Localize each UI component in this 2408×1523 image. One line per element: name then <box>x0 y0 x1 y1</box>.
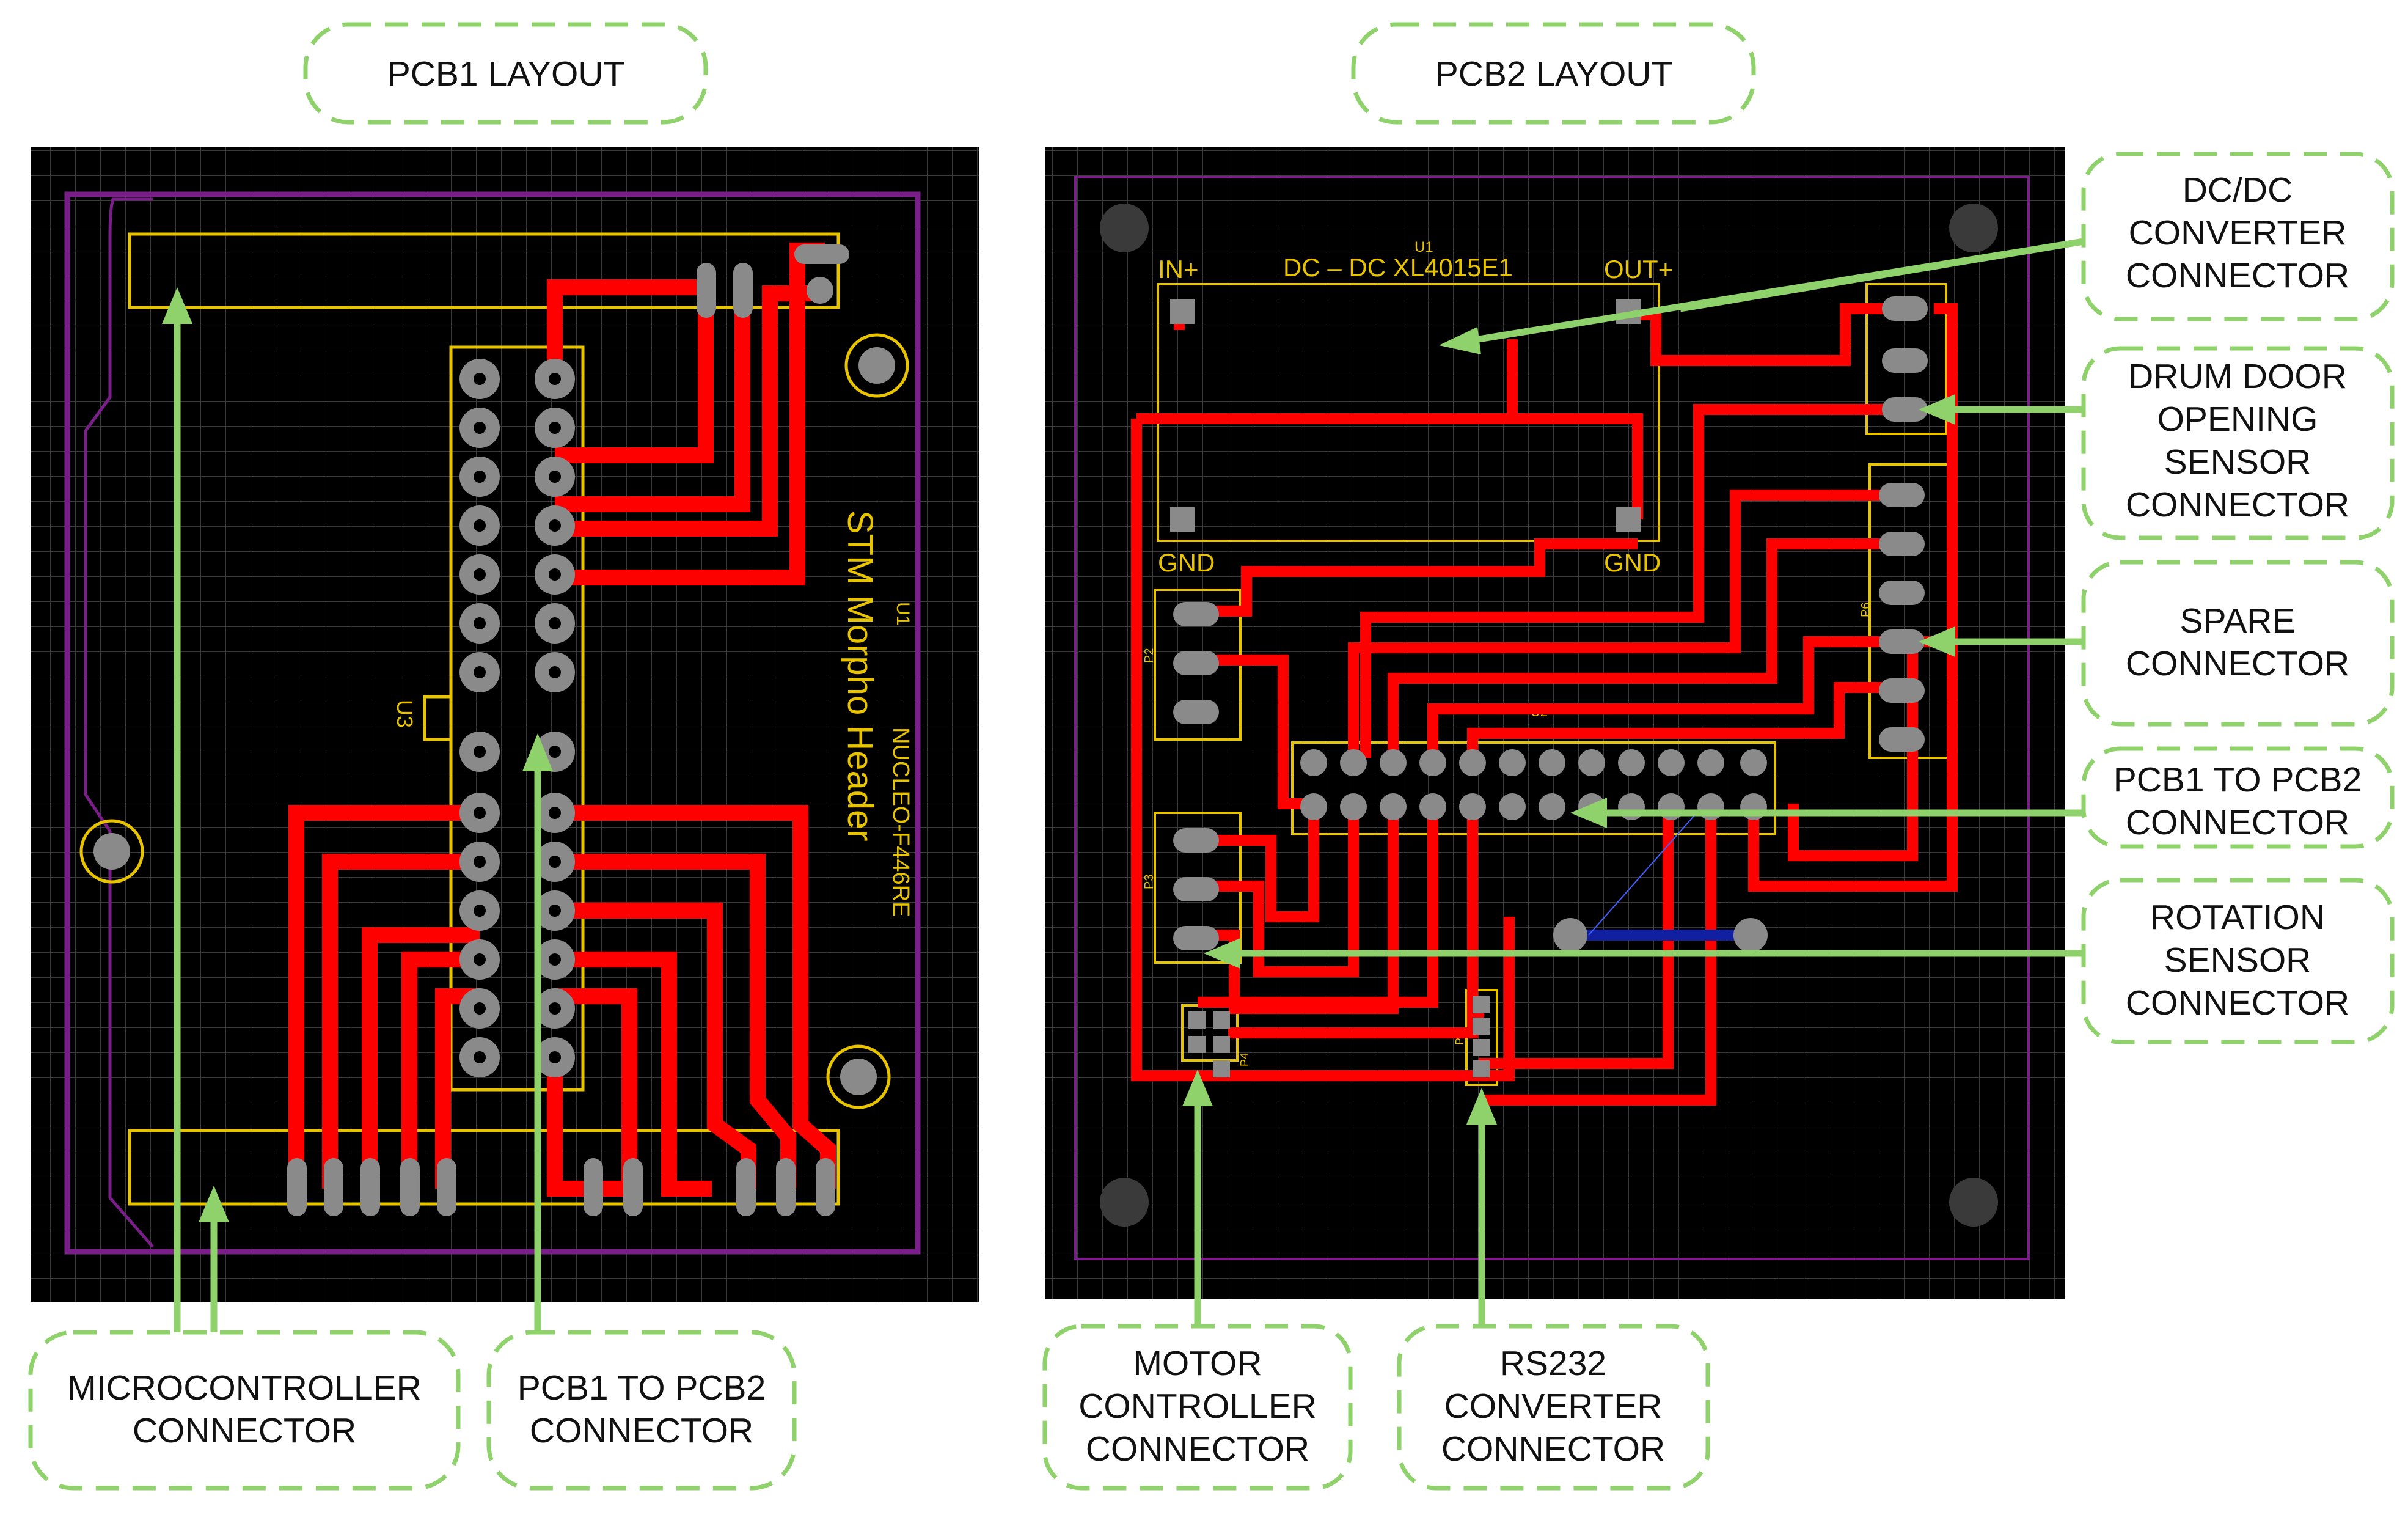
micro-callout-line2: CONNECTOR <box>133 1411 356 1450</box>
svg-text:CONNECTOR: CONNECTOR <box>2126 256 2349 295</box>
pcb1-silk-u3: U3 <box>392 700 417 728</box>
pcb2-u2-outline <box>1291 741 1776 835</box>
pcb2-p1-outline <box>1865 283 1947 435</box>
pcb1-panel: PCB1 LAYOUT <box>28 22 979 1491</box>
micro-callout-line1: MICROCONTROLLER <box>67 1368 422 1407</box>
pcb2-silk-p3: P3 <box>1143 875 1156 889</box>
pcb1-title: PCB1 LAYOUT <box>387 54 625 94</box>
svg-text:CONNECTOR: CONNECTOR <box>1086 1429 1309 1469</box>
rs232-callout: RS232 CONVERTER CONNECTOR <box>1397 1324 1710 1491</box>
svg-text:CONNECTOR: CONNECTOR <box>2126 983 2349 1022</box>
svg-text:CONNECTOR: CONNECTOR <box>2126 803 2349 842</box>
pcb1-center-header <box>449 345 585 1092</box>
pcb2-silk-p2: P2 <box>1143 648 1156 663</box>
pcb2-silk-in: IN+ <box>1158 255 1199 284</box>
pcb1-top-pads <box>697 244 849 318</box>
motor-callout: MOTOR CONTROLLER CONNECTOR <box>1042 1324 1353 1491</box>
dcdc-callout: DC/DC CONVERTER CONNECTOR <box>2081 152 2395 321</box>
pcb1-traces <box>288 243 836 1197</box>
svg-text:CONVERTER: CONVERTER <box>2129 213 2347 252</box>
drum-callout: DRUM DOOR OPENING SENSOR CONNECTOR <box>2081 346 2395 540</box>
pcb1-silk-main: STM Morpho Header <box>840 510 880 842</box>
pcb1-nucleo-outline <box>84 197 154 1248</box>
pcb2-silk-dcdc: DC – DC XL4015E1 <box>1283 253 1513 282</box>
svg-text:CONTROLLER: CONTROLLER <box>1078 1387 1317 1426</box>
pcb2-title: PCB2 LAYOUT <box>1435 54 1673 94</box>
svg-text:CONNECTOR: CONNECTOR <box>1441 1429 1665 1469</box>
pcb1-header-holes <box>474 373 561 1063</box>
pcb2-silk-gnd-left: GND <box>1158 548 1215 577</box>
pcb1-title-box <box>303 22 708 125</box>
pcb1-bottom-pads <box>287 1158 835 1216</box>
pcb2-silk-out: OUT+ <box>1604 255 1673 284</box>
pcb-callout: PCB1 TO PCB2 CONNECTOR <box>2081 746 2395 849</box>
micro-callout-box <box>28 1330 461 1491</box>
spare-callout: SPARE CONNECTOR <box>2081 560 2395 727</box>
svg-text:CONNECTOR: CONNECTOR <box>2126 485 2349 524</box>
svg-text:DRUM DOOR: DRUM DOOR <box>2128 357 2347 396</box>
pcb2-silk-gnd-right: GND <box>1604 548 1661 577</box>
svg-text:CONVERTER: CONVERTER <box>1444 1387 1663 1426</box>
pcb2-title-box <box>1351 22 1756 125</box>
pcb2-connector-pads <box>1173 296 1928 950</box>
pcb2-traces <box>1131 303 1958 1106</box>
svg-text:DC/DC: DC/DC <box>2183 171 2293 210</box>
svg-text:OPENING: OPENING <box>2157 400 2318 439</box>
svg-text:PCB1 TO PCB2: PCB1 TO PCB2 <box>2113 760 2362 799</box>
pcb2-mounting-holes <box>1100 204 1998 1227</box>
pcb2-small-pads <box>1188 996 1490 1077</box>
pcb1-silk-u1: U1 <box>893 602 913 625</box>
pcb2-grid <box>1045 147 2065 1299</box>
pcb2-ratsnest <box>1588 803 1705 936</box>
pcb1-pcb2-callout-line1: PCB1 TO PCB2 <box>518 1368 766 1407</box>
pcb1-mounting-holes <box>79 333 909 1109</box>
pcb2-silk-p4: P4 <box>1239 1053 1251 1066</box>
pcb2-silk-u1: U1 <box>1414 239 1433 255</box>
pcb1-arrows <box>162 287 553 1332</box>
pcb2-board-outline <box>1074 176 2030 1260</box>
svg-text:CONNECTOR: CONNECTOR <box>2126 644 2349 683</box>
pcb1-bottom-header <box>128 1129 840 1206</box>
rotation-callout: ROTATION SENSOR CONNECTOR <box>2081 878 2395 1044</box>
svg-text:MOTOR: MOTOR <box>1133 1344 1262 1383</box>
svg-text:ROTATION: ROTATION <box>2150 898 2325 937</box>
pcb1-board-outline <box>64 191 921 1255</box>
pcb1-pcb2-callout-box <box>486 1330 797 1491</box>
pcb1-top-header <box>128 232 840 309</box>
svg-text:SENSOR: SENSOR <box>2164 442 2311 482</box>
pcb1-u3-marker <box>423 695 451 741</box>
pcb1-grid <box>31 147 979 1302</box>
pcb2-dcdc-outline <box>1157 283 1660 542</box>
svg-text:SPARE: SPARE <box>2179 601 2295 640</box>
svg-text:SENSOR: SENSOR <box>2164 941 2311 980</box>
pcb2-panel: PCB2 LAYOUT DC – DC XL4015E1 U1 IN+ OUT+… <box>1042 22 2395 1491</box>
pcb2-silk-p6: P6 <box>1859 603 1873 617</box>
pcb2-arrows <box>1182 238 2084 1326</box>
svg-text:RS232: RS232 <box>1500 1344 1606 1383</box>
pcb1-silk-sub: NUCLEO-F446RE <box>888 727 913 917</box>
pcb1-pcb2-callout-line2: CONNECTOR <box>530 1411 753 1450</box>
